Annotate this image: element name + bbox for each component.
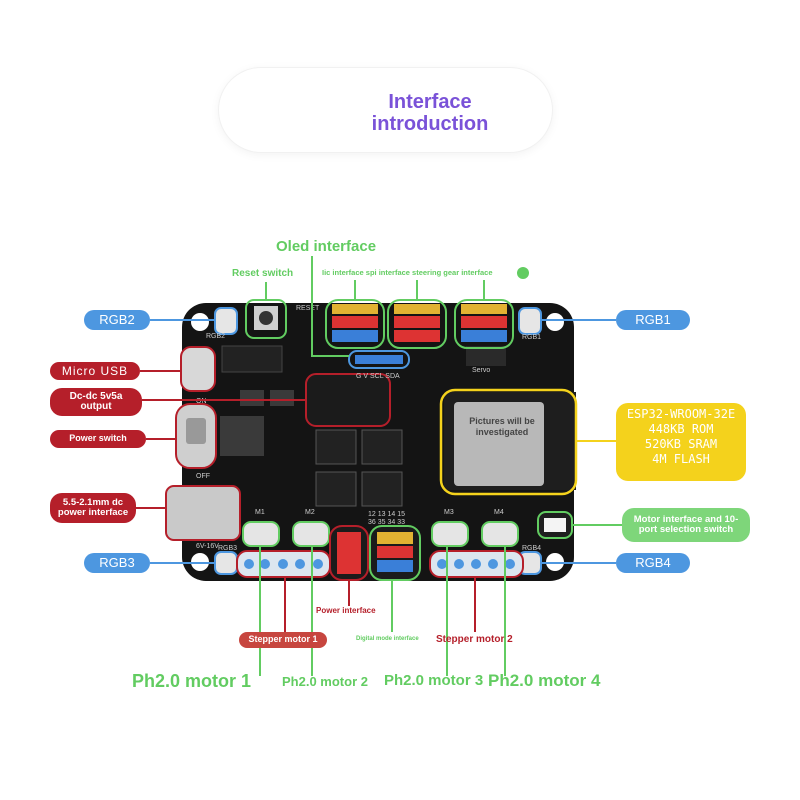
silk-rgb4: RGB4 [522, 545, 541, 552]
rgb3-label: RGB3 [84, 553, 150, 573]
page-title: Interface introduction [300, 91, 560, 135]
esp32-spec-box: ESP32-WROOM-32E 448KB ROM 520KB SRAM 4M … [616, 403, 746, 481]
chip-note: Pictures will be investigated [469, 416, 535, 437]
silk-rgb2: RGB2 [206, 333, 225, 340]
esp32-model: ESP32-WROOM-32E [626, 407, 736, 421]
ic-chip [361, 471, 403, 507]
ph2-motor-2-label: Ph2.0 motor 2 [282, 674, 368, 689]
silk-m2: M2 [305, 509, 315, 516]
esp32-rom: 448KB ROM [648, 422, 714, 436]
reset-switch-label: Reset switch [232, 268, 294, 279]
silk-pins-b: 36 35 34 33 [368, 519, 405, 526]
rgb2-led [214, 307, 238, 335]
smd-part [240, 390, 264, 406]
dcdc-output-label: Dc-dc 5v5a output [50, 388, 142, 416]
status-dot [517, 267, 529, 279]
silk-oled-pins: G V SCL SDA [356, 373, 400, 380]
interfaces-label: Iic interface spi interface steering gea… [322, 268, 493, 277]
oled-interface-label: Oled interface [276, 238, 377, 255]
title-line-1: Interface [388, 91, 472, 113]
esp32-shield [454, 402, 544, 486]
dcdc-chip-outline [305, 373, 391, 427]
mount-hole [546, 313, 564, 331]
esp32-sram: 520KB SRAM [644, 437, 718, 451]
power-header [329, 525, 369, 581]
silk-servo: Servo [472, 367, 490, 374]
rgb3-led [214, 551, 238, 575]
silk-rgb1: RGB1 [522, 334, 541, 341]
stepper-2-label: Stepper motor 2 [436, 634, 513, 645]
ph2-motor-1-label: Ph2.0 motor 1 [132, 671, 252, 691]
ic-chip [315, 471, 357, 507]
silk-m1: M1 [255, 509, 265, 516]
micro-usb-port [180, 346, 216, 392]
rgb2-label: RGB2 [84, 310, 150, 330]
stepper-1-label: Stepper motor 1 [239, 632, 327, 648]
oled-header [355, 355, 403, 364]
header-iic [325, 299, 385, 349]
title-line-2: introduction [371, 113, 489, 135]
ph2-motor-3-port [431, 521, 469, 547]
ph2-motor-1-port [242, 521, 280, 547]
silk-rgb3: RGB3 [218, 545, 237, 552]
silk-reset: RESET [296, 305, 320, 312]
oled-header-outline [348, 350, 410, 369]
rgb4-label: RGB4 [616, 553, 690, 573]
silk-pins-a: 12 13 14 15 [368, 511, 405, 518]
ph2-motor-2-port [292, 521, 330, 547]
ic-chip [221, 345, 283, 373]
ph2-motor-4-label: Ph2.0 motor 4 [488, 671, 601, 690]
rgb1-label: RGB1 [616, 310, 690, 330]
ic-chip [361, 429, 403, 465]
esp32-flash: 4M FLASH [652, 452, 710, 466]
silk-on: ON [196, 398, 207, 405]
motor-switch-label: Motor interface and 10-port selection sw… [622, 508, 750, 542]
micro-usb-label: Micro USB [50, 362, 140, 380]
reset-button-cap [259, 311, 273, 325]
leader-oled [311, 256, 349, 357]
mount-hole [191, 313, 209, 331]
stepper-1-connector [236, 550, 331, 578]
power-interface-label: Power interface [316, 606, 376, 615]
silk-m4: M4 [494, 509, 504, 516]
smd-part [270, 390, 294, 406]
digital-interface-label: Digital mode interface [356, 636, 419, 642]
ph2-motor-3-label: Ph2.0 motor 3 [384, 672, 484, 689]
title-pill [219, 68, 552, 152]
header-servo [454, 299, 514, 349]
silk-vin: 6V-16V [196, 543, 219, 550]
ic-chip [315, 429, 357, 465]
dc-jack [165, 485, 241, 541]
rgb1-led [518, 307, 542, 335]
header-spi [387, 299, 447, 349]
stepper-2-connector [429, 550, 524, 578]
power-switch-label: Power switch [50, 430, 146, 448]
silk-off: OFF [196, 473, 210, 480]
ph2-motor-4-port [481, 521, 519, 547]
resistor-bank [466, 346, 506, 366]
digital-header [369, 525, 421, 581]
power-switch-knob [186, 418, 206, 444]
inductor [220, 416, 264, 456]
silk-m3: M3 [444, 509, 454, 516]
dip-switch-body [544, 518, 566, 532]
dc-jack-label: 5.5-2.1mm dc power interface [50, 493, 136, 523]
